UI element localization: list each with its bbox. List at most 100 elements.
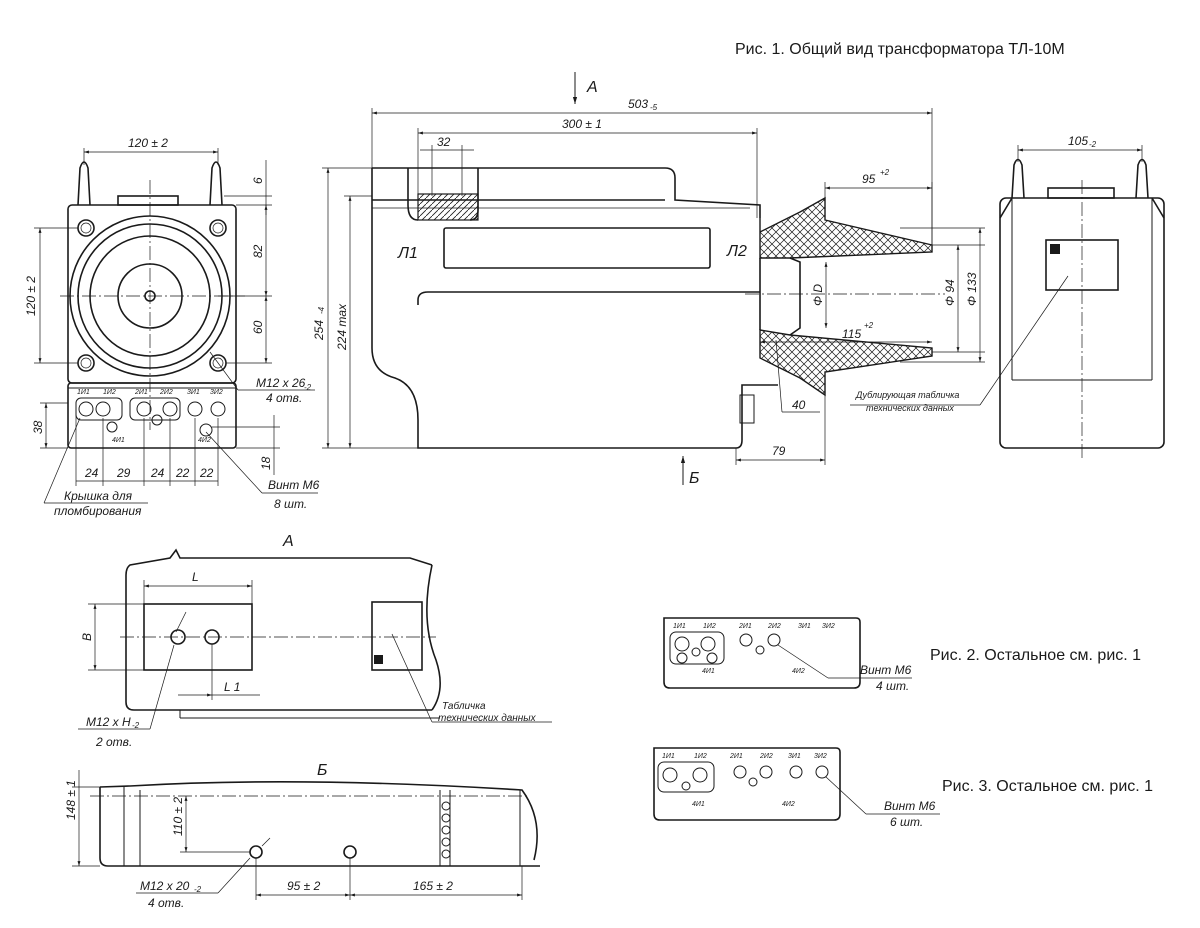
dim-254: 254 (312, 320, 326, 341)
callout-m12xh: M12 x H (86, 715, 131, 729)
right-end-view: 105 -2 (999, 134, 1165, 460)
callout-vint8: Винт М6 (268, 478, 320, 492)
terminal-label: 3И2 (822, 623, 835, 630)
callout-duplicate-plate: Дублирующая табличка (855, 390, 959, 400)
svg-text:4 шт.: 4 шт. (876, 679, 909, 693)
svg-text:-5: -5 (650, 103, 658, 112)
terminal-label: 2И2 (767, 623, 781, 630)
terminal-label: 3И2 (814, 753, 827, 760)
view-a: А L B L 1 M12 x H -2 2 отв. (78, 533, 552, 749)
terminal-stack (441, 801, 451, 859)
svg-text:технических данных: технических данных (438, 713, 537, 724)
fig2-terminal-block: 1И1 1И2 2И1 2И2 3И1 3И2 4И1 4И2 Винт М6 … (663, 617, 912, 693)
fig2-caption: Рис. 2. Остальное см. рис. 1 (930, 647, 1141, 664)
marking-l2: Л2 (726, 243, 747, 260)
dim-front-width: 120 ± 2 (128, 136, 168, 150)
dim-l1: L 1 (224, 680, 240, 694)
svg-text:4 отв.: 4 отв. (148, 896, 184, 910)
dim-148: 148 ± 1 (64, 780, 78, 820)
dim-pitch: 22 (175, 466, 190, 480)
dim-115: 115 (842, 327, 861, 341)
dim-300: 300 ± 1 (562, 117, 602, 131)
terminal-label: 2И2 (759, 753, 773, 760)
dim-110: 110 ± 2 (171, 797, 185, 836)
dim-18: 18 (259, 456, 273, 470)
dim-front-height: 120 ± 2 (24, 276, 38, 316)
dim-pitch: 24 (84, 466, 99, 480)
terminal-label: 2И1 (134, 389, 148, 396)
dim-95: 95 (862, 172, 876, 186)
dim-40: 40 (792, 398, 806, 412)
dim-6: 6 (251, 177, 265, 184)
view-b: Б 148 ± 1 110 ± 2 95 ± 2 (64, 762, 540, 910)
svg-text:2 отв.: 2 отв. (95, 735, 132, 749)
terminal-label: 3И1 (187, 389, 200, 396)
callout-m12x20: M12 x 20 (140, 879, 190, 893)
svg-text:-2: -2 (1089, 140, 1097, 149)
terminal-label: 2И2 (159, 389, 173, 396)
dim-pitch: 22 (199, 466, 214, 480)
dim-l: L (192, 570, 199, 584)
dim-165: 165 ± 2 (413, 879, 453, 893)
dim-dia-d: Φ D (811, 284, 825, 306)
svg-text:6 шт.: 6 шт. (890, 815, 923, 829)
svg-text:8 шт.: 8 шт. (274, 497, 307, 511)
dim-95b: 95 ± 2 (287, 879, 321, 893)
dim-pitch: 29 (116, 466, 131, 480)
svg-text:+2: +2 (880, 168, 890, 177)
callout-plate: Табличка (442, 700, 486, 712)
terminal-label: 1И2 (103, 389, 116, 396)
terminal-label: 4И2 (782, 801, 795, 808)
svg-text:+2: +2 (864, 321, 874, 330)
dim-32: 32 (437, 135, 451, 149)
terminal-label: 2И1 (729, 753, 743, 760)
svg-text:-4: -4 (317, 306, 326, 314)
svg-text:-2: -2 (194, 885, 202, 894)
terminal-label: 2И1 (738, 623, 752, 630)
dim-side-width: 105 (1068, 134, 1088, 148)
terminal-label: 1И2 (694, 753, 707, 760)
fig3-caption: Рис. 3. Остальное см. рис. 1 (942, 778, 1153, 795)
svg-text:-2: -2 (304, 383, 312, 392)
dim-82: 82 (251, 244, 265, 258)
dim-b: B (80, 633, 94, 641)
callout-cover: Крышка для (64, 489, 133, 503)
fig3-terminal-block: 1И1 1И2 2И1 2И2 3И1 3И2 4И1 4И2 Винт М6 … (653, 747, 940, 829)
terminal-strip (75, 397, 226, 437)
callout-holes4: 4 отв. (266, 391, 302, 405)
terminal-label: 3И1 (798, 623, 811, 630)
terminal-label: 1И1 (77, 389, 90, 396)
terminal-label: 3И1 (788, 753, 801, 760)
view-b-arrow-label: Б (689, 470, 699, 487)
terminal-label: 3И2 (210, 389, 223, 396)
svg-text:пломбирования: пломбирования (54, 504, 142, 518)
callout-vint6: Винт М6 (884, 799, 936, 813)
dim-dia133: Φ 133 (965, 272, 979, 306)
terminal-label: 1И1 (673, 623, 686, 630)
terminal-label: 4И2 (792, 668, 805, 675)
main-side-view: А Б Л1 Л2 503 -5 300 ± 1 (312, 72, 1069, 487)
marking-l1: Л1 (397, 245, 418, 262)
terminal-label: 1И1 (662, 753, 675, 760)
view-a-label: А (282, 533, 294, 550)
front-view: 1И1 1И2 2И1 2И2 3И1 3И2 4И1 4И2 120 ± 2 … (24, 136, 320, 518)
dim-60: 60 (251, 320, 265, 334)
dim-dia94: Φ 94 (943, 279, 957, 306)
view-b-label: Б (317, 762, 327, 779)
dim-38: 38 (31, 420, 45, 434)
terminal-label: 4И1 (692, 801, 705, 808)
terminal-label: 4И2 (198, 437, 211, 444)
callout-vint4: Винт М6 (860, 663, 912, 677)
dim-224: 224 max (335, 303, 349, 351)
terminal-label: 4И1 (112, 437, 125, 444)
dim-79: 79 (772, 444, 786, 458)
svg-text:-2: -2 (132, 721, 140, 730)
view-a-arrow-label: А (586, 79, 598, 96)
dim-total-length: 503 (628, 97, 648, 111)
terminal-label: 4И1 (702, 668, 715, 675)
callout-m12x26: M12 x 26 (256, 376, 306, 390)
fig1-caption: Рис. 1. Общий вид трансформатора ТЛ-10М (735, 41, 1065, 58)
svg-text:технических данных: технических данных (866, 403, 954, 413)
terminal-label: 1И2 (703, 623, 716, 630)
